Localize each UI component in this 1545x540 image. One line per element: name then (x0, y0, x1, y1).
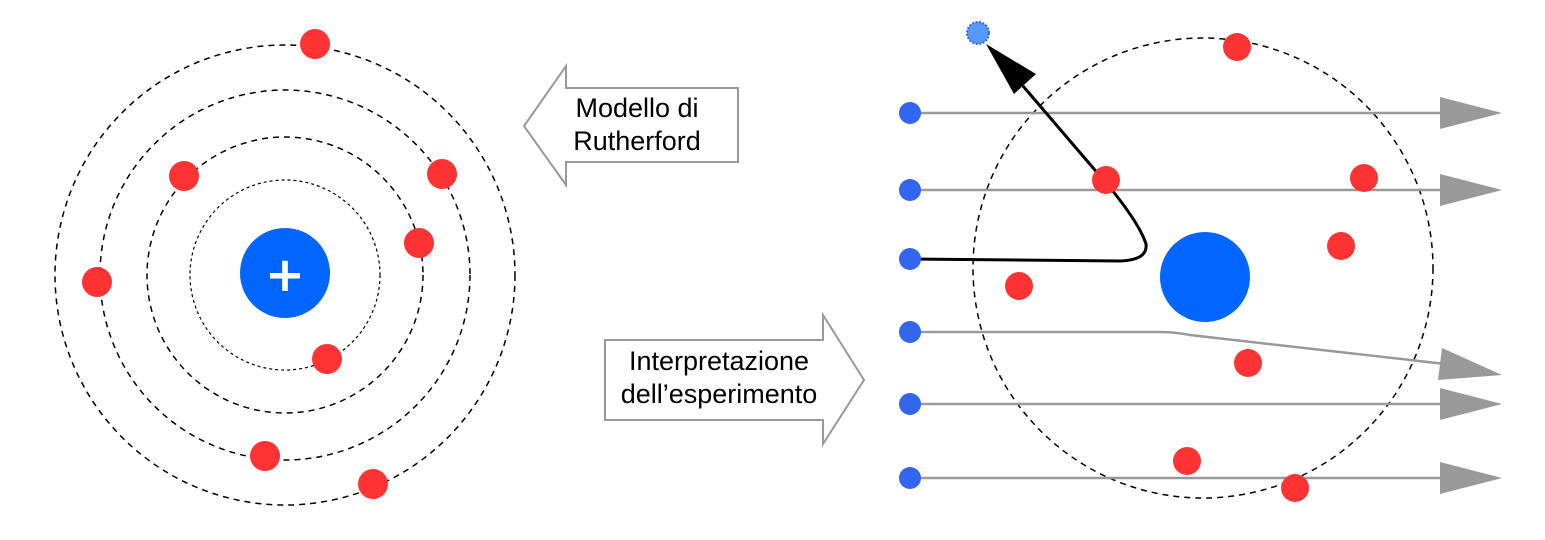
electron (82, 267, 112, 297)
alpha-particle (899, 467, 921, 489)
nucleus (240, 228, 330, 318)
alpha-path-slightly-deflected (910, 330, 1446, 366)
interpretation-label-line1: Interpretazione (629, 346, 809, 376)
alpha-particle (899, 393, 921, 415)
arrow-head-icon (986, 44, 1036, 94)
alpha-particle (899, 248, 921, 270)
electron (312, 344, 342, 374)
electron (250, 441, 280, 471)
electron (1092, 166, 1120, 194)
electron (427, 159, 457, 189)
arrow-head-icon (1440, 462, 1502, 494)
electron (1327, 232, 1355, 260)
plus-sign-icon: + (265, 247, 305, 303)
electron (1350, 164, 1378, 192)
arrow-head-icon (1440, 388, 1502, 420)
electron (358, 469, 388, 499)
right-arrow-interpretation: Interpretazione dell’esperimento (604, 311, 866, 448)
alpha-particle (899, 102, 921, 124)
orbit-3 (99, 89, 471, 461)
rutherford-atom-model: + (54, 29, 516, 506)
alpha-paths (910, 97, 1502, 494)
interpretation-label-line2: dell’esperimento (621, 379, 818, 409)
arrow-head-icon (1438, 348, 1502, 380)
electron (404, 228, 434, 258)
electron (1173, 447, 1201, 475)
left-arrow-rutherford-model: Modello di Rutherford (522, 62, 739, 189)
electron (1234, 349, 1262, 377)
electron (1281, 474, 1309, 502)
rutherford-label-line1: Modello di (575, 93, 698, 123)
arrow-head-icon (1440, 174, 1502, 206)
orbit-2 (146, 136, 424, 414)
atom-boundary (972, 37, 1434, 499)
electron (300, 29, 330, 59)
scattered-alpha-particle (966, 21, 990, 45)
electron (169, 161, 199, 191)
alpha-particle (899, 179, 921, 201)
arrow-head-icon (1440, 97, 1502, 129)
experiment-interpretation (899, 21, 1502, 502)
electron (1005, 272, 1033, 300)
alpha-particle (899, 321, 921, 343)
electron (1223, 33, 1251, 61)
rutherford-label-line2: Rutherford (573, 126, 701, 156)
nucleus (1160, 232, 1250, 322)
orbit-4 (54, 44, 516, 506)
orbit-1 (189, 179, 381, 371)
alpha-path-backscattered (909, 85, 1148, 263)
